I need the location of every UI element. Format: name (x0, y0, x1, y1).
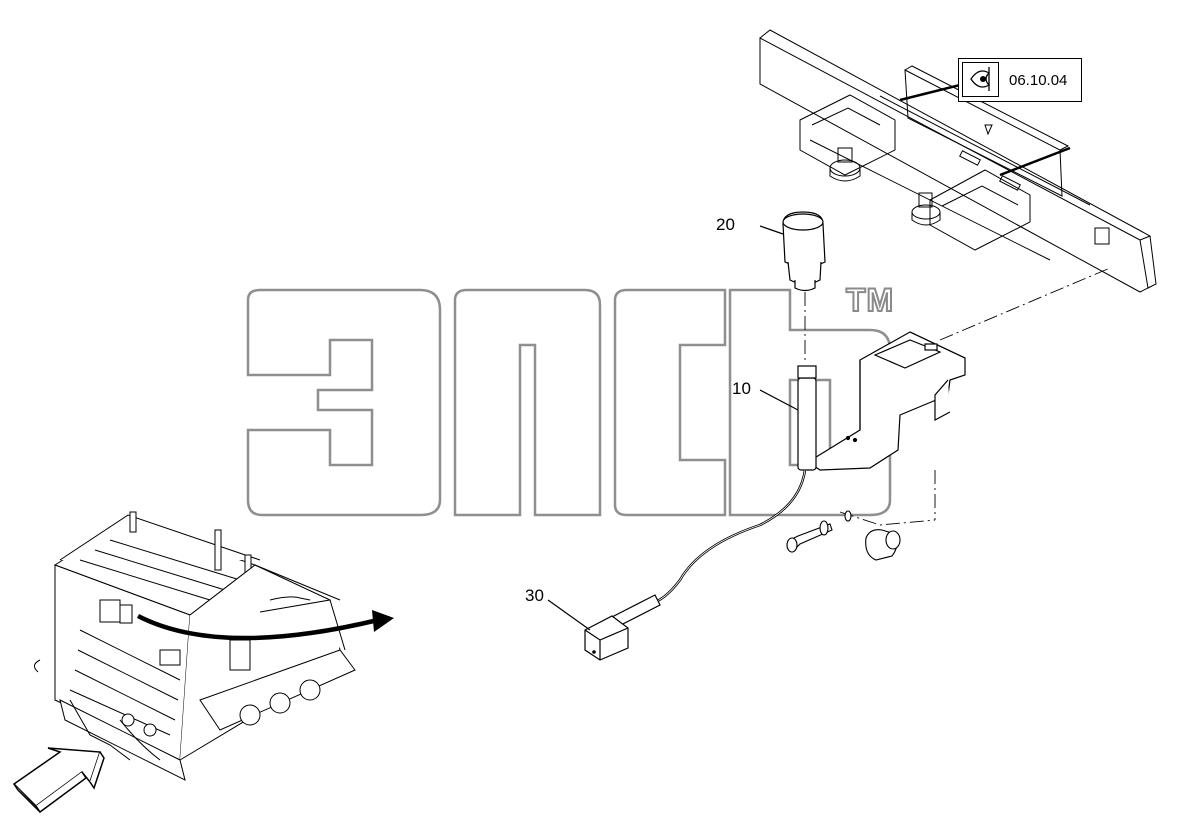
watermark-logo (246, 288, 892, 517)
machine-overview (34, 511, 356, 781)
reference-label: 06.10.04 (1009, 72, 1068, 89)
part-20-lamp-head (759, 211, 826, 292)
fasteners (786, 510, 901, 561)
part-30-cable-connector (547, 469, 807, 661)
callout-30: 30 (525, 586, 544, 605)
reference-box: 06.10.04 (958, 58, 1082, 102)
watermark-trademark: TM (845, 281, 895, 319)
direction-arrow (12, 747, 105, 814)
curved-arrow (136, 610, 394, 641)
eye-icon (962, 62, 999, 97)
part-10-mast-and-bracket (759, 331, 966, 471)
alignment-lines (804, 267, 1111, 526)
callout-10: 10 (732, 379, 751, 398)
mounting-frame (759, 29, 1157, 293)
callout-20: 20 (716, 215, 735, 234)
